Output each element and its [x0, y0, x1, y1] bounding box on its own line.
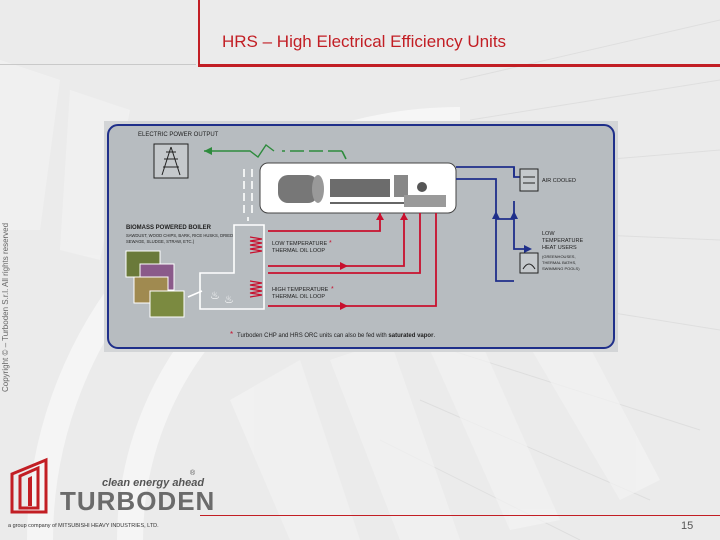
orc-unit-illustration — [259, 162, 457, 214]
title-frame — [198, 0, 720, 67]
electric-output-label: ELECTRIC POWER OUTPUT — [138, 132, 219, 138]
heat-users-label-5: THERMAL BATHS, — [542, 260, 576, 265]
thermal-oil-arrows — [340, 213, 408, 310]
footnote-asterisk: * — [230, 330, 233, 339]
group-company-text: a group company of MITSUBISHI HEAVY INDU… — [8, 523, 159, 529]
slide-title: HRS – High Electrical Efficiency Units — [222, 32, 507, 51]
power-output-line — [204, 143, 347, 160]
hrs-process-diagram: ELECTRIC POWER OUTPUT BIOMASS POWERED BO… — [104, 121, 618, 352]
heat-users-label-4: (GREENHOUSES, — [542, 254, 576, 259]
heat-users-label-3: HEAT USERS — [542, 245, 577, 251]
high-loop-label-2: THERMAL OIL LOOP — [272, 294, 325, 300]
high-loop-label-1: HIGH TEMPERATURE — [272, 287, 329, 293]
low-loop-label-2: THERMAL OIL LOOP — [272, 248, 325, 254]
heat-users-icon — [519, 252, 539, 274]
flame-icon-2: ♨ — [224, 294, 234, 306]
air-cooled-label: AIR COOLED — [542, 178, 576, 184]
registered-mark: ® — [190, 470, 196, 477]
turboden-logo — [6, 456, 206, 536]
boiler-title: BIOMASS POWERED BOILER — [126, 225, 212, 231]
air-cooler-icon — [519, 168, 539, 192]
boiler-desc-line1: SAWDUST, WOOD CHIPS, BARK, RICE HUSKS, D… — [126, 233, 233, 238]
biomass-photos — [125, 250, 185, 318]
boiler-outline: ♨ ♨ — [199, 217, 265, 310]
flame-icon: ♨ — [210, 290, 220, 302]
high-loop-asterisk: * — [331, 286, 334, 293]
low-loop-label-1: LOW TEMPERATURE — [272, 241, 327, 247]
copyright-notice: Copyright © – Turboden S.r.l. All rights… — [1, 222, 10, 392]
heat-users-label-2: TEMPERATURE — [542, 238, 583, 244]
high-temp-coil — [249, 280, 263, 298]
title-rule — [0, 64, 196, 65]
transmission-tower-icon — [153, 143, 189, 179]
page-number: 15 — [681, 520, 694, 532]
footer-rule — [200, 515, 720, 516]
logo-brand-name: TURBODEN — [60, 486, 216, 516]
low-loop-asterisk: * — [329, 240, 332, 247]
heat-users-label-6: SWIMMING POOLS) — [542, 266, 580, 271]
low-temp-coil — [249, 236, 263, 254]
logo-mark-icon — [10, 457, 48, 514]
footnote-text: Turboden CHP and HRS ORC units can also … — [237, 333, 435, 339]
logo-tagline: clean energy ahead — [102, 477, 205, 489]
boiler-desc-line2: SEWAGE, SLUDGE, STRAW, ETC.) — [126, 239, 195, 244]
heat-users-label-1: LOW — [542, 231, 555, 237]
